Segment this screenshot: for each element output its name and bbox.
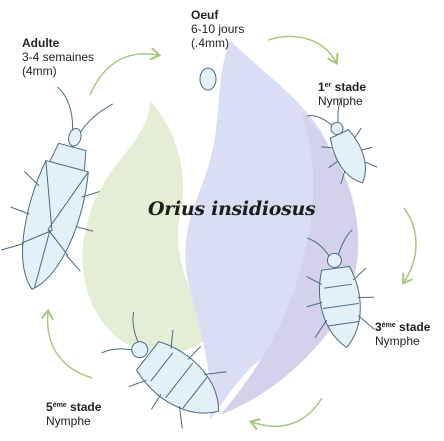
nymph3-name: Nymphe (375, 334, 430, 348)
nymph1-ordinal: er (325, 82, 332, 89)
nymph3-number: 3 (375, 320, 382, 334)
arrow-egg-to-nymph1 (268, 36, 336, 62)
egg-duration: 6-10 jours (191, 22, 244, 36)
nymph3-stage-word: stade (399, 320, 430, 334)
adult-size: (4mm) (22, 64, 94, 78)
egg-name: Oeuf (191, 8, 218, 22)
nymph5-number: 5 (46, 400, 53, 414)
nymph1-stage-word: stade (335, 80, 366, 94)
adult-duration: 3-4 semaines (22, 50, 94, 64)
nymph5-ordinal: ème (53, 402, 67, 409)
adult-label: Adulte 3-4 semaines (4mm) (22, 36, 94, 78)
species-title: Orius insidiosus (148, 198, 328, 220)
nymph1-label: 1er stade Nymphe (318, 80, 366, 108)
arrow-nymph5-to-adult (48, 312, 92, 378)
egg-size: (.4mm) (191, 36, 244, 50)
arrow-nymph3-to-nymph5 (252, 398, 322, 426)
egg-illustration (200, 68, 216, 90)
egg-label: Oeuf 6-10 jours (.4mm) (191, 8, 244, 50)
nymph1-number: 1 (318, 80, 325, 94)
arrow-adult-to-egg (90, 54, 158, 95)
arrow-nymph1-to-nymph3 (404, 208, 416, 282)
nymph1-name: Nymphe (318, 94, 366, 108)
adult-name: Adulte (22, 36, 59, 50)
nymph5-label: 5ème stade Nymphe (46, 400, 101, 428)
nymph5-stage-word: stade (70, 400, 101, 414)
nymph5-name: Nymphe (46, 414, 101, 428)
nymph3-label: 3ème stade Nymphe (375, 320, 430, 348)
nymph3-ordinal: ème (382, 322, 396, 329)
